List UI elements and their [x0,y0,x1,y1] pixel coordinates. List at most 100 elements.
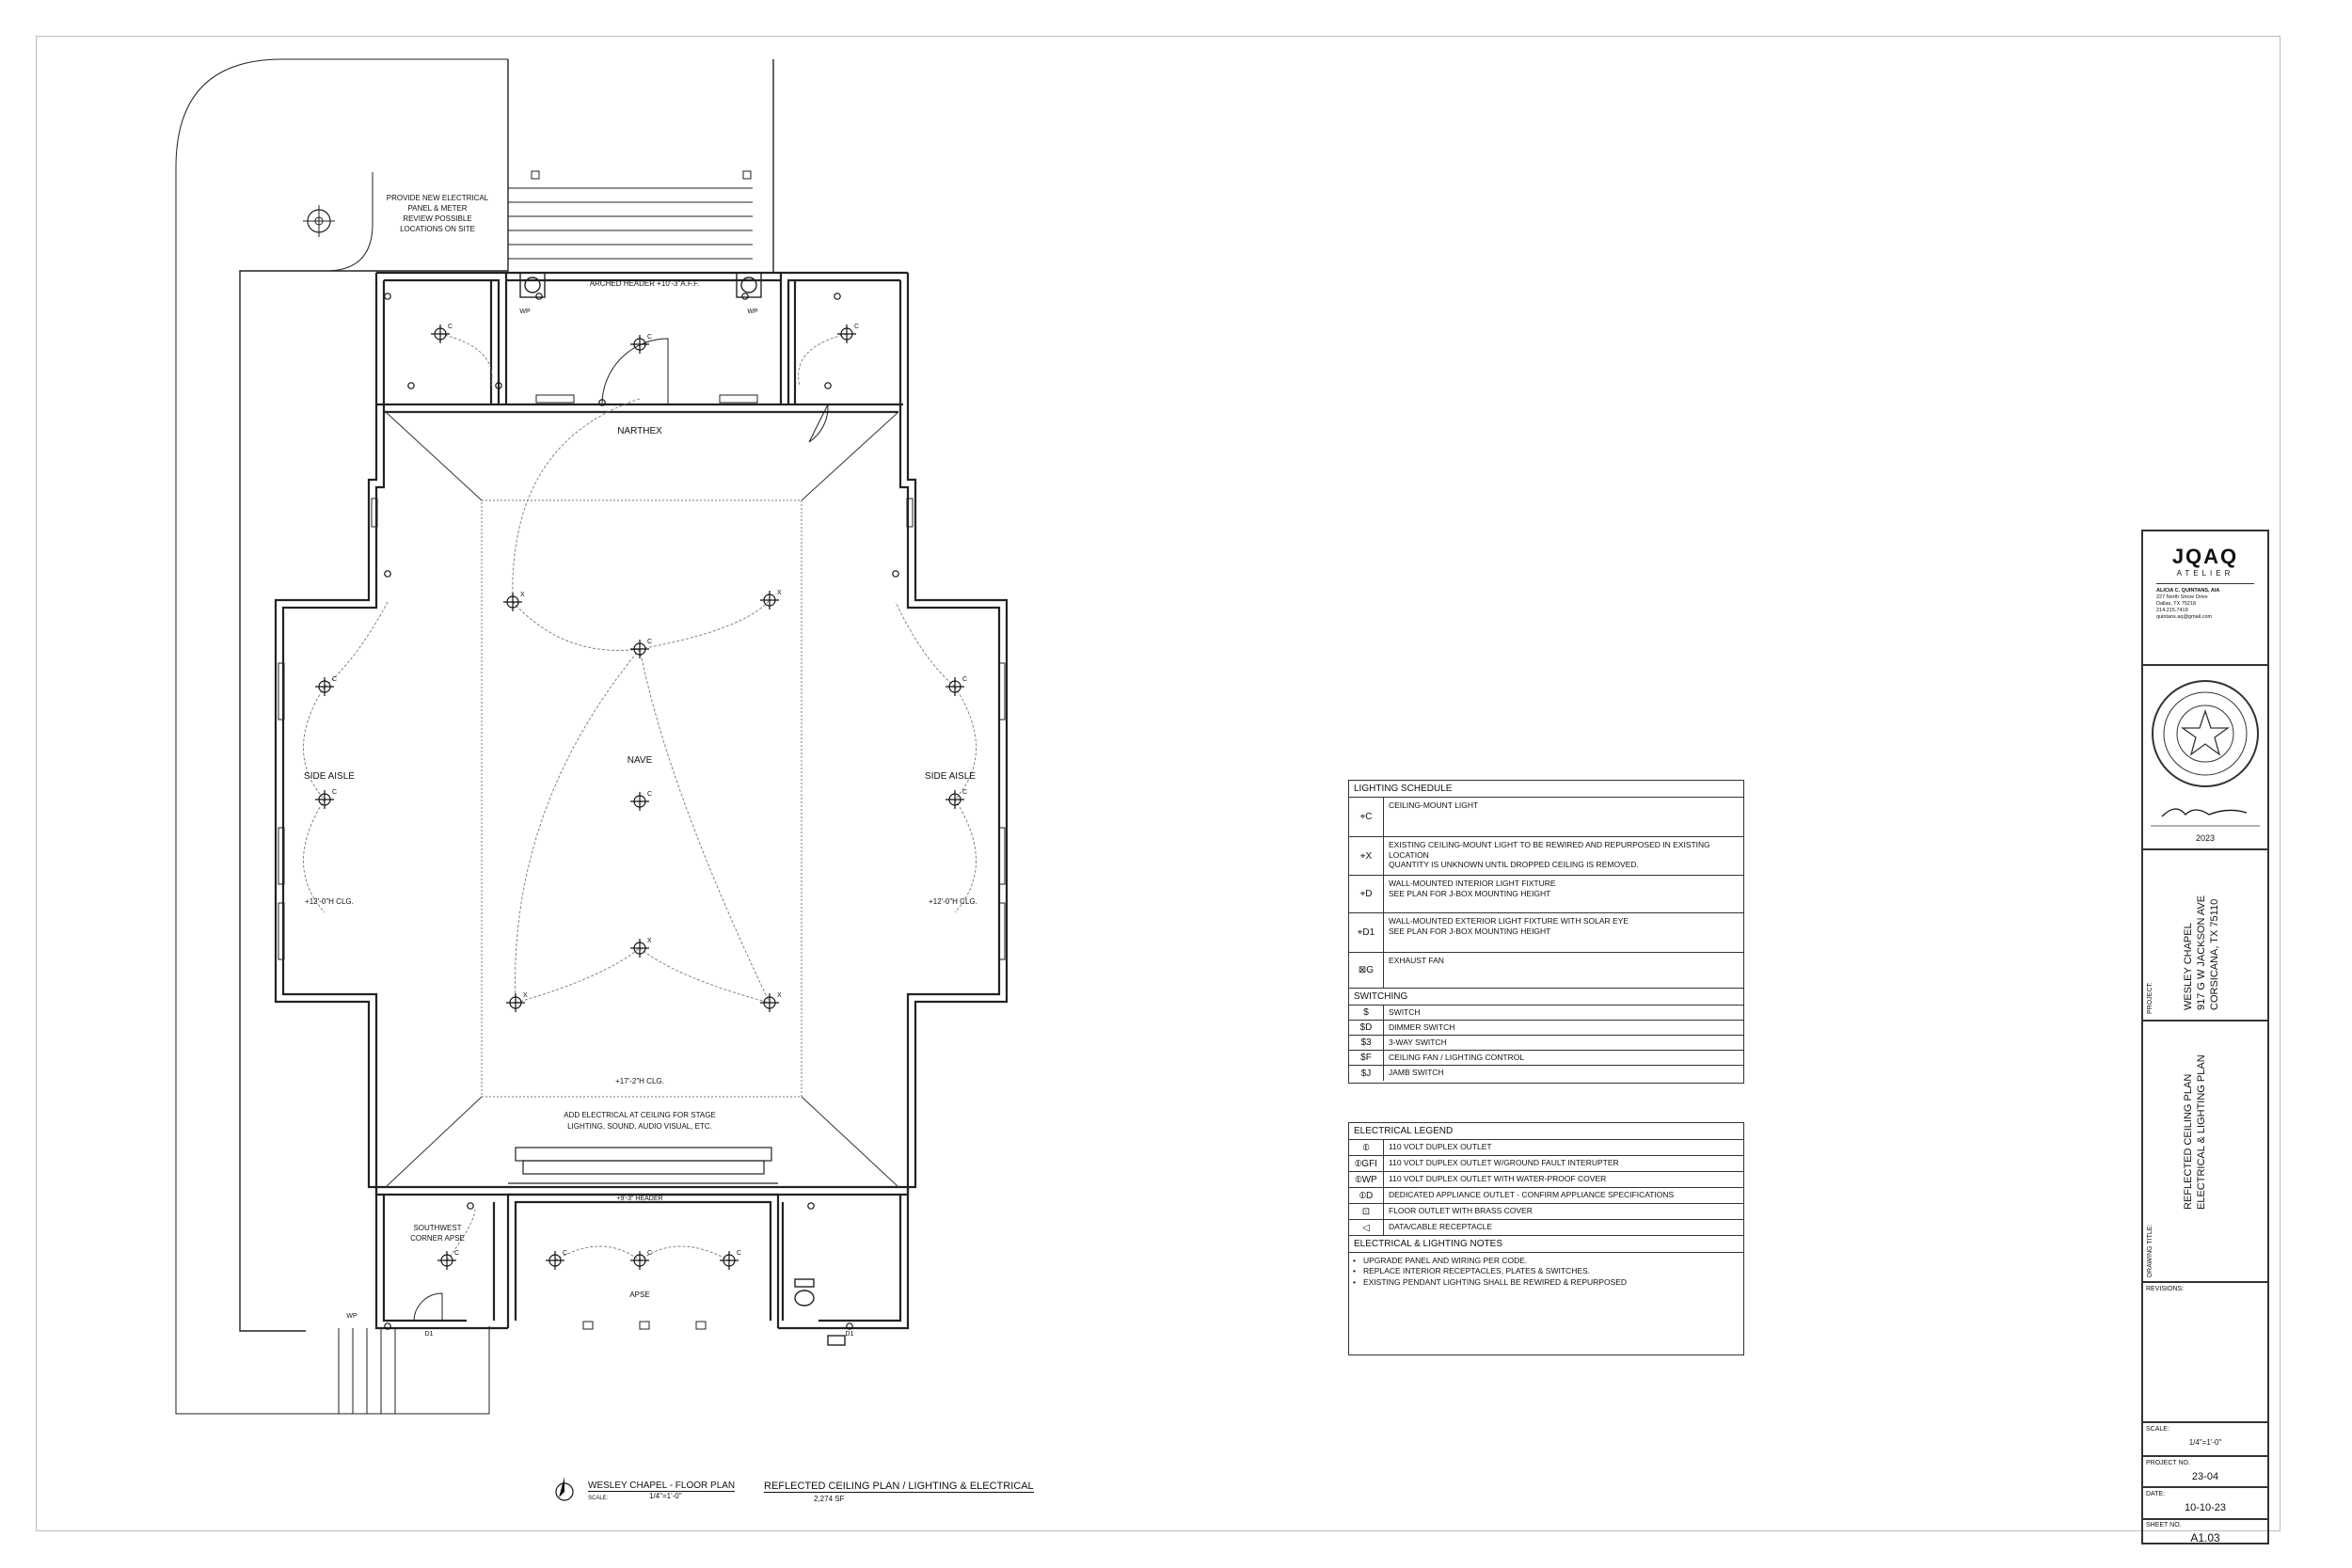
data-receptacle-symbol-icon: ◁ [1349,1220,1384,1235]
switch-text: 3-WAY SWITCH [1389,1037,1447,1047]
firm-logo-sub: ATELIER [2176,569,2234,578]
date-caption: DATE: [2146,1491,2166,1497]
schedule-text: QUANTITY IS UNKNOWN UNTIL DROPPED CEILIN… [1389,860,1639,870]
dedicated-outlet-symbol-icon: ⦶D [1349,1188,1384,1203]
light-fixture-icon: X [506,992,528,1012]
schedule-text: WALL-MOUNTED INTERIOR LIGHT FIXTURE [1389,879,1556,888]
address-line: Dallas, TX 75218 [2156,601,2197,607]
outlet-icon [467,1202,474,1210]
legend-text: 110 VOLT DUPLEX OUTLET WITH WATER-PROOF … [1389,1174,1607,1183]
drawing-scale-caption: SCALE: [588,1496,609,1501]
legend-text: DEDICATED APPLIANCE OUTLET - CONFIRM APP… [1389,1190,1675,1199]
duplex-outlet-symbol-icon: ⦶ [1349,1140,1384,1155]
switch-text: CEILING FAN / LIGHTING CONTROL [1389,1053,1525,1062]
legend-row: ⦶WP 110 VOLT DUPLEX OUTLET WITH WATER-PRO… [1349,1172,1743,1188]
title-block-project: PROJECT: WESLEY CHAPEL 917 G W JACKSON A… [2143,850,2267,1022]
drawing-scale: 1/4"=1'-0" [649,1492,682,1500]
title-block-sheet-no: SHEET NO. A1.03 [2143,1520,2267,1544]
light-fixture-icon: X [630,938,652,958]
fixture-tag: C [647,1250,652,1257]
room-narthex: NARTHEX [617,426,662,436]
sheet-border [36,36,2280,1531]
light-fixture-icon: C [437,1250,459,1270]
legend-row: ◁DATA/CABLE RECEPTACLE [1349,1220,1743,1236]
jamb-switch-symbol-icon: $J [1349,1066,1384,1081]
project-line: 917 G W JACKSON AVE [2196,895,2207,1010]
title-block-project-no: PROJECT NO. 23-04 [2143,1457,2267,1488]
outlet-icon [807,1202,815,1210]
light-fixture-icon: C [315,789,337,809]
scale-value: 1/4"=1'-0" [2188,1438,2222,1447]
year: 2023 [2195,833,2216,843]
outlet-icon [834,293,841,300]
drawing-title-line: REFLECTED CEILING PLAN [2183,1073,2194,1210]
revisions-caption: REVISIONS: [2146,1286,2185,1292]
project-line: CORSICANA, TX 75110 [2209,898,2220,1010]
fixture-tag: C [962,789,967,796]
outlet-icon [846,1323,853,1330]
wp-outlet-symbol-icon: ⦶WP [1349,1172,1384,1187]
note-clg-right: +12'-0"H CLG. [929,897,977,906]
switch-row: $SWITCH [1349,1006,1743,1021]
fixture-tag: X [647,938,652,944]
dimmer-switch-symbol-icon: $D [1349,1021,1384,1035]
light-fixture-icon: C [630,639,652,658]
schedule-text: SEE PLAN FOR J-BOX MOUNTING HEIGHT [1389,888,1551,898]
schedule-row: ⌖X EXISTING CEILING-MOUNT LIGHT TO BE RE… [1349,837,1743,876]
date-value: 10-10-23 [2184,1502,2227,1513]
note-arched-header: ARCHED HEADER +10'-3"A.F.F. [589,279,700,288]
fixture-tag: C [647,334,652,341]
fixture-tag: X [777,590,782,596]
outlet-icon [495,382,502,389]
title-block-seal: 2023 [2143,666,2267,850]
outlet-icon [892,570,899,578]
switching-title: SWITCHING [1349,989,1743,1006]
fixture-tag: X [777,992,782,999]
address-line: 227 North Shore Drive [2156,594,2208,600]
electrical-legend: ELECTRICAL LEGEND ⦶ 110 VOLT DUPLEX OUTLE… [1348,1122,1744,1355]
ceiling-light-symbol-icon: ⌖C [1349,798,1384,836]
light-fixture-icon: C [630,791,652,811]
electrical-legend-title: ELECTRICAL LEGEND [1349,1123,1743,1140]
outlet-icon [384,570,391,578]
light-fixture-icon: C [630,1250,652,1270]
fixture-tag: C [332,789,337,796]
title-block-date: DATE: 10-10-23 [2143,1488,2267,1520]
light-fixture-icon: C [837,324,859,343]
legend-text: FLOOR OUTLET WITH BRASS COVER [1389,1206,1533,1215]
fixture-tag: C [854,324,859,330]
drawing-name: WESLEY CHAPEL - FLOOR PLAN [588,1481,736,1492]
note-item: REPLACE INTERIOR RECEPTACLES, PLATES & S… [1362,1266,1743,1276]
legend-row: ⦶D DEDICATED APPLIANCE OUTLET - CONFIRM A… [1349,1188,1743,1204]
notes-list: UPGRADE PANEL AND WIRING PER CODE. REPLA… [1362,1256,1743,1288]
fixture-tag: C [454,1250,459,1257]
schedule-text: WALL-MOUNTED EXTERIOR LIGHT FIXTURE WITH… [1389,916,1629,926]
project-line: WESLEY CHAPEL [2183,923,2194,1010]
fixture-tag: C [962,676,967,683]
switch-text: JAMB SWITCH [1389,1068,1444,1077]
room-side-aisle-left: SIDE AISLE [304,771,355,782]
scale-caption: SCALE: [2146,1426,2169,1433]
room-apse: APSE [629,1291,650,1299]
outlet-icon [598,399,606,406]
light-fixture-icon: C [315,676,337,696]
three-way-switch-symbol-icon: $3 [1349,1036,1384,1050]
architect-seal-icon [2151,680,2260,827]
light-fixture-icon: X [760,590,782,610]
wp-label-2: WP [747,309,758,315]
schedule-text: EXISTING CEILING-MOUNT LIGHT TO BE REWIR… [1389,840,1710,860]
light-fixture-icon: X [503,592,525,611]
d1-label-2: D1 [845,1331,854,1338]
project-caption: PROJECT: [2147,982,2153,1014]
note-item: UPGRADE PANEL AND WIRING PER CODE. [1362,1256,1743,1266]
north-arrow-icon [555,1477,574,1501]
switch-row: $3 3-WAY SWITCH [1349,1036,1743,1051]
light-fixture-icon: C [546,1250,567,1270]
exhaust-fan-symbol-icon: ⊠G [1349,953,1384,988]
